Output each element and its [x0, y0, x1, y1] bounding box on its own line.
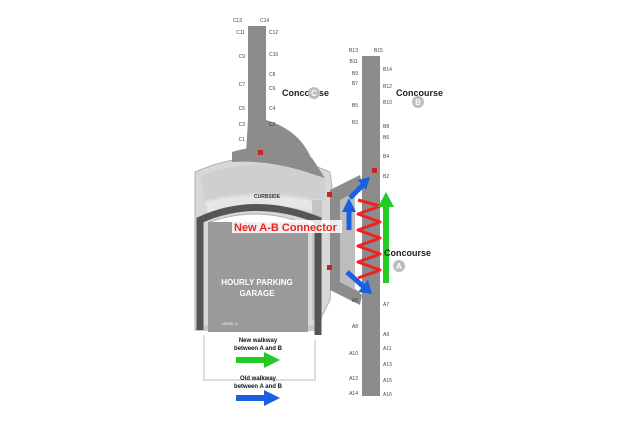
marker-4 [372, 168, 377, 173]
gates-c: C13 C14 C11 C12 C9 C10 C8 C7 C6 C5 C4 C3… [233, 18, 279, 143]
gate-a13: A13 [383, 362, 392, 368]
gate-b6: B6 [383, 135, 389, 141]
gate-b9: B9 [352, 71, 358, 77]
gate-b11: B11 [349, 59, 358, 65]
roadway [196, 204, 322, 335]
concourse-a-letter: A [396, 262, 402, 271]
garage-level-label: LEVEL 5 [222, 321, 238, 326]
legend: New walkway between A and B Old walkway … [234, 338, 283, 406]
gate-c2: C2 [269, 122, 276, 128]
connector-label-bg [232, 220, 342, 233]
curbside-label: CURBSIDE [254, 194, 281, 200]
connector-frame [330, 175, 362, 305]
garage-label-line2: GARAGE [239, 289, 275, 298]
gates-b: B13 B15 B11 B14 B9 B7 B12 B10 B5 B3 B8 B… [349, 48, 392, 180]
gate-a6: A6 [352, 298, 358, 304]
gate-c7: C7 [239, 82, 246, 88]
concourse-a-badge [393, 260, 405, 272]
concourse-b-letter: B [415, 98, 421, 107]
gate-a10: A10 [349, 351, 358, 357]
gate-a7: A7 [383, 302, 389, 308]
gate-b13: B13 [349, 48, 358, 54]
gate-a8: A8 [352, 324, 358, 330]
concourse-a-label: Concourse [384, 248, 431, 258]
gate-c4: C4 [269, 106, 276, 112]
marker-1 [258, 150, 263, 155]
gate-c13: C13 [233, 18, 242, 24]
legend-old-line2: between A and B [234, 384, 283, 390]
gate-b15: B15 [374, 48, 383, 54]
legend-new-line2: between A and B [234, 346, 283, 352]
gate-c14: C14 [260, 18, 269, 24]
gate-b14: B14 [383, 67, 392, 73]
gate-b12: B12 [383, 84, 392, 90]
gate-c12: C12 [269, 30, 278, 36]
garage-label-line1: HOURLY PARKING [221, 278, 292, 287]
gate-c9: C9 [239, 54, 246, 60]
legend-old-line1: Old walkway [240, 376, 277, 382]
gate-a11: A11 [383, 346, 392, 352]
old-walkway-arrows [342, 177, 372, 294]
gate-c10: C10 [269, 52, 278, 58]
gate-b3: B3 [352, 120, 358, 126]
gate-b10: B10 [383, 100, 392, 106]
gate-c11: C11 [236, 30, 245, 36]
gate-c5: C5 [239, 106, 246, 112]
legend-new-line1: New walkway [239, 338, 278, 344]
legend-old-arrow [236, 390, 280, 406]
new-walkway-arrow [378, 192, 394, 283]
concourse-c-badge [308, 87, 320, 99]
gate-c8: C8 [269, 72, 276, 78]
marker-2 [327, 192, 332, 197]
gate-c1: C1 [239, 137, 246, 143]
gate-a15: A15 [383, 378, 392, 384]
gate-b7: B7 [352, 81, 358, 87]
concourse-c-label: Concourse [282, 88, 329, 98]
marker-3 [327, 265, 332, 270]
legend-new-arrow [236, 352, 280, 368]
concourse-b-label: Concourse [396, 88, 443, 98]
gate-a12: A12 [349, 376, 358, 382]
gate-b8: B8 [383, 124, 389, 130]
gates-a: A6 A7 A8 A9 A11 A10 A13 A12 A15 A14 A16 [349, 298, 392, 398]
gate-b2: B2 [383, 174, 389, 180]
new-connector-zigzag [356, 198, 382, 280]
connector-label: New A-B Connector [234, 222, 338, 234]
lower-road [203, 335, 316, 381]
gate-a14: A14 [349, 391, 358, 397]
parking-garage [208, 222, 308, 332]
gate-b4: B4 [383, 154, 389, 160]
gate-c6: C6 [269, 86, 276, 92]
gate-a16: A16 [383, 392, 392, 398]
gate-a9: A9 [383, 332, 389, 338]
gate-c3: C3 [239, 122, 246, 128]
concourse-c-letter: C [311, 89, 317, 98]
concourse-c-building [232, 26, 325, 178]
gate-b5: B5 [352, 103, 358, 109]
concourse-b-badge [412, 96, 424, 108]
